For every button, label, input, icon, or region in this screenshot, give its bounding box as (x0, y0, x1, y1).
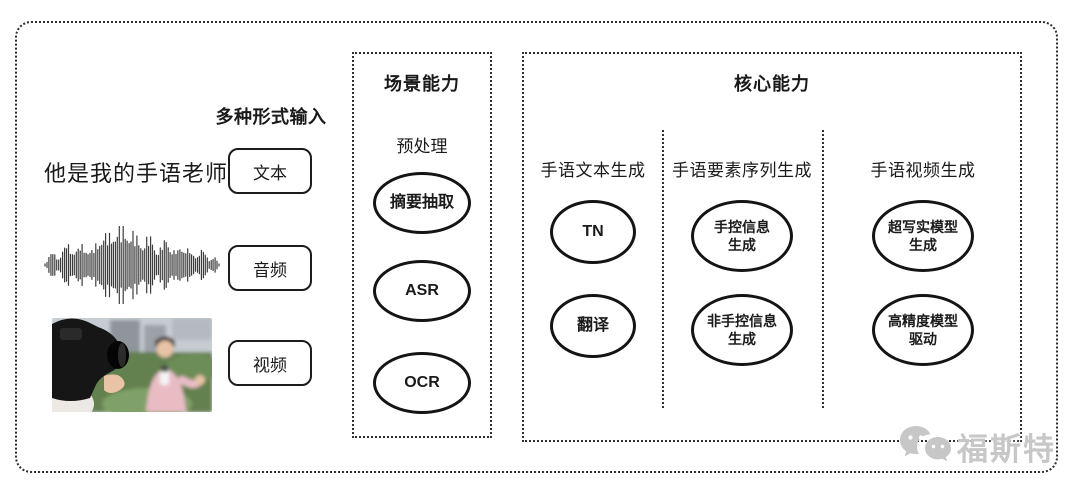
preprocess-label: 预处理 (396, 137, 448, 156)
node-high-precision-model-driving: 高精度模型 驱动 (872, 294, 974, 366)
watermark: 福斯特 (898, 424, 1056, 469)
audio-input-label: 音频 (253, 260, 287, 280)
node-non-manual-info-generation: 非手控信息 生成 (691, 294, 793, 366)
column-header-sign-text-generation: 手语文本生成 (540, 161, 646, 180)
core-capability-panel: 核心能力 手语文本生成 TN 翻译 手语要素序列生成 手控信息 生成 非手控信息… (522, 52, 1022, 442)
video-input-label: 视频 (253, 355, 287, 375)
node-summary-extraction: 摘要抽取 (373, 172, 471, 234)
video-input-box: 视频 (228, 340, 312, 386)
input-section-title: 多种形式输入 (215, 107, 327, 127)
column-sign-video-generation: 手语视频生成 超写实模型 生成 高精度模型 驱动 (822, 54, 1024, 440)
wechat-icon (900, 425, 951, 461)
node-hyperrealistic-model-generation: 超写实模型 生成 (872, 200, 974, 272)
core-panel-title: 核心能力 (734, 74, 810, 94)
node-tn: TN (550, 200, 636, 264)
node-ocr: OCR (373, 352, 471, 414)
column-divider (662, 130, 664, 408)
camera-filming-reporter-image (52, 318, 212, 412)
column-header-sign-video-generation: 手语视频生成 (870, 161, 976, 180)
outer-frame (15, 21, 1058, 473)
column-sign-element-sequence-generation: 手语要素序列生成 手控信息 生成 非手控信息 生成 (662, 54, 822, 440)
node-manual-info-generation: 手控信息 生成 (691, 200, 793, 272)
column-divider (822, 130, 824, 408)
scene-panel-title: 场景能力 (384, 74, 460, 94)
audio-input-box: 音频 (228, 245, 312, 291)
column-sign-text-generation: 手语文本生成 TN 翻译 (524, 54, 662, 440)
sample-sentence-text: 他是我的手语老师 (44, 161, 229, 186)
audio-waveform-icon (42, 224, 222, 306)
watermark-text: 福斯特 (957, 432, 1056, 467)
text-input-box: 文本 (228, 148, 312, 194)
node-translation: 翻译 (550, 294, 636, 358)
node-asr: ASR (373, 260, 471, 322)
text-input-label: 文本 (253, 163, 287, 183)
scene-capability-panel: 场景能力 预处理 摘要抽取 ASR OCR (352, 52, 492, 438)
column-header-sign-element-sequence-generation: 手语要素序列生成 (672, 161, 812, 180)
